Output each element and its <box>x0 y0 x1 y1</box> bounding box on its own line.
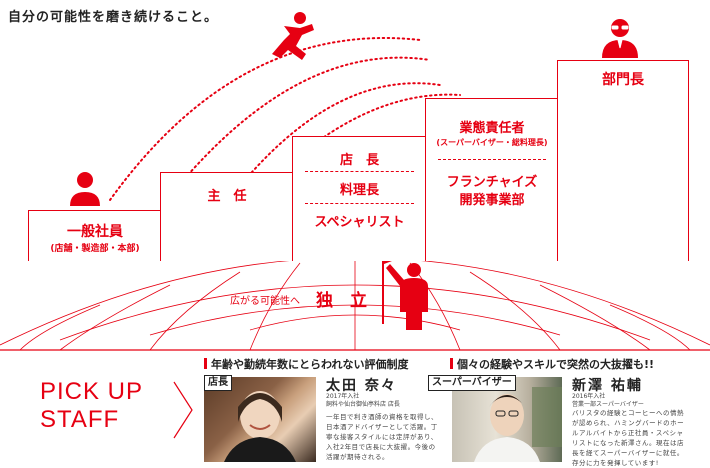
independence-lead: 広がる可能性へ <box>230 296 300 307</box>
staff-badge: 店長 <box>204 375 232 391</box>
step-manager: 店 長 料理長 スペシャリスト <box>292 136 427 261</box>
staff-name: 新澤 祐輔 <box>572 378 643 394</box>
pickup-label: PICK UP STAFF <box>40 378 143 434</box>
staff-photo <box>452 377 562 462</box>
manager-icon <box>602 19 638 58</box>
person-icon <box>70 172 100 206</box>
step-item: 料理長 <box>339 183 379 198</box>
arc-line <box>299 93 461 156</box>
step-sub: (スーパーバイザー・総料理長) <box>436 138 548 147</box>
running-person-icon <box>272 12 314 60</box>
step-title: 一般社員 <box>67 224 123 240</box>
staff-heading: 年齢や勤続年数にとらわれない評価制度 <box>204 356 408 372</box>
staff-heading: 個々の経験やスキルで突然の大抜擢も!! <box>450 356 654 372</box>
step-item: 店 長 <box>339 153 379 168</box>
tagline: 自分の可能性を磨き続けること。 <box>8 10 219 25</box>
step-division-head: 部門長 <box>557 60 689 261</box>
staff-description: バリスタの経験とコーヒーへの情熱が認められ、ハミングバードのホールアルバイトから… <box>572 409 685 467</box>
staff-meta: 2017年入社 飼料や仙台御仙亭料店 店長 <box>326 393 400 408</box>
arc-line <box>174 56 431 191</box>
pickup-line1: PICK UP <box>40 378 144 405</box>
step-title3: 開発事業部 <box>459 193 525 208</box>
step-business-lead: 業態責任者 (スーパーバイザー・総料理長) フランチャイズ 開発事業部 <box>425 98 559 261</box>
step-title: 業態責任者 <box>459 121 525 136</box>
chevron-right-icon <box>173 381 193 439</box>
independence-title: 独 立 <box>316 291 367 311</box>
staff-photo <box>204 377 316 462</box>
step-title: 主 任 <box>207 189 247 204</box>
arc-line <box>109 37 421 201</box>
step-title: 部門長 <box>602 72 644 88</box>
pickup-line2: STAFF <box>40 406 120 433</box>
staff-meta: 2016年入社 営業一部スーパーバイザー <box>572 393 644 408</box>
staff-badge: スーパーバイザー <box>428 375 516 391</box>
step-item: スペシャリスト <box>314 215 405 230</box>
staff-name: 太田 奈々 <box>326 378 397 394</box>
step-general-staff: 一般社員 (店舗・製造部・本部) <box>28 210 162 261</box>
step-sub: (店舗・製造部・本部) <box>50 244 140 254</box>
arc-line <box>244 82 441 181</box>
staff-description: 一年目で利き酒師の資格を取得し、日本酒アドバイザーとして活躍。丁寧な接客スタイル… <box>326 413 438 461</box>
step-chief: 主 任 <box>160 172 294 261</box>
step-title2: フランチャイズ <box>446 175 538 190</box>
